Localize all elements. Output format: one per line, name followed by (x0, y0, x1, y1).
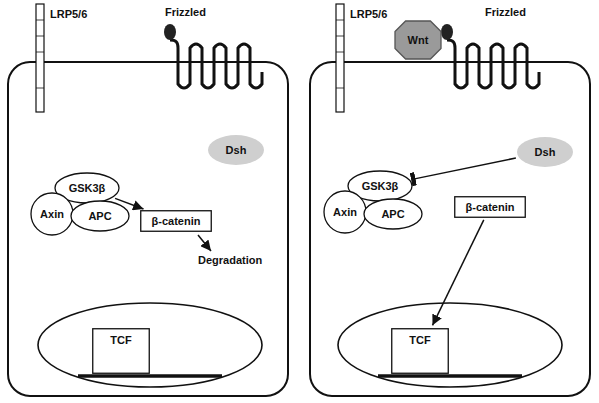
receptor-label: LRP5/6 (50, 8, 87, 21)
frizzled-receptor (441, 24, 539, 88)
molecule-name: Axin (40, 208, 64, 221)
receptor-label: Frizzled (485, 6, 526, 19)
activation-arrow (432, 220, 483, 326)
molecule-name: APC (381, 208, 404, 221)
molecule-name: Dsh (535, 146, 556, 159)
nucleus (338, 303, 562, 387)
molecule-name: β-catenin (152, 215, 201, 228)
cell-membrane (310, 62, 590, 396)
apc-protein: APC (363, 198, 423, 230)
receptor-label: LRP5/6 (350, 8, 387, 21)
wnt-ligand: Wnt (394, 20, 442, 60)
dsh-protein: Dsh (207, 134, 265, 166)
molecule-name: APC (88, 210, 111, 223)
dna-strand (378, 374, 522, 378)
process-label: Degradation (198, 254, 262, 267)
apc-protein: APC (70, 200, 130, 232)
dsh-protein: Dsh (516, 136, 574, 168)
beta-catenin-box: β-catenin (454, 196, 526, 218)
frizzled-receptor (164, 24, 262, 88)
degradation-arrow (198, 235, 211, 251)
axin-protein: Axin (323, 190, 367, 234)
molecule-name: Wnt (408, 34, 429, 47)
molecule-name: GSK3β (69, 182, 106, 195)
cell-membrane (8, 62, 288, 396)
nucleus (38, 303, 262, 387)
receptor-label: Frizzled (165, 6, 206, 19)
lrp-receptor (36, 4, 44, 112)
beta-catenin-box: β-catenin (140, 210, 212, 232)
molecule-name: Dsh (226, 144, 247, 157)
axin-protein: Axin (30, 192, 74, 236)
molecule-name: Axin (333, 206, 357, 219)
molecule-name: β-catenin (466, 201, 515, 214)
molecule-name: TCF (409, 334, 430, 347)
molecule-name: GSK3β (362, 180, 399, 193)
dna-strand (78, 374, 222, 378)
tcf-box: TCF (391, 328, 449, 374)
inhibition-connector (413, 158, 516, 179)
lrp-receptor (336, 4, 344, 112)
tcf-box: TCF (92, 328, 150, 374)
molecule-name: TCF (110, 334, 131, 347)
